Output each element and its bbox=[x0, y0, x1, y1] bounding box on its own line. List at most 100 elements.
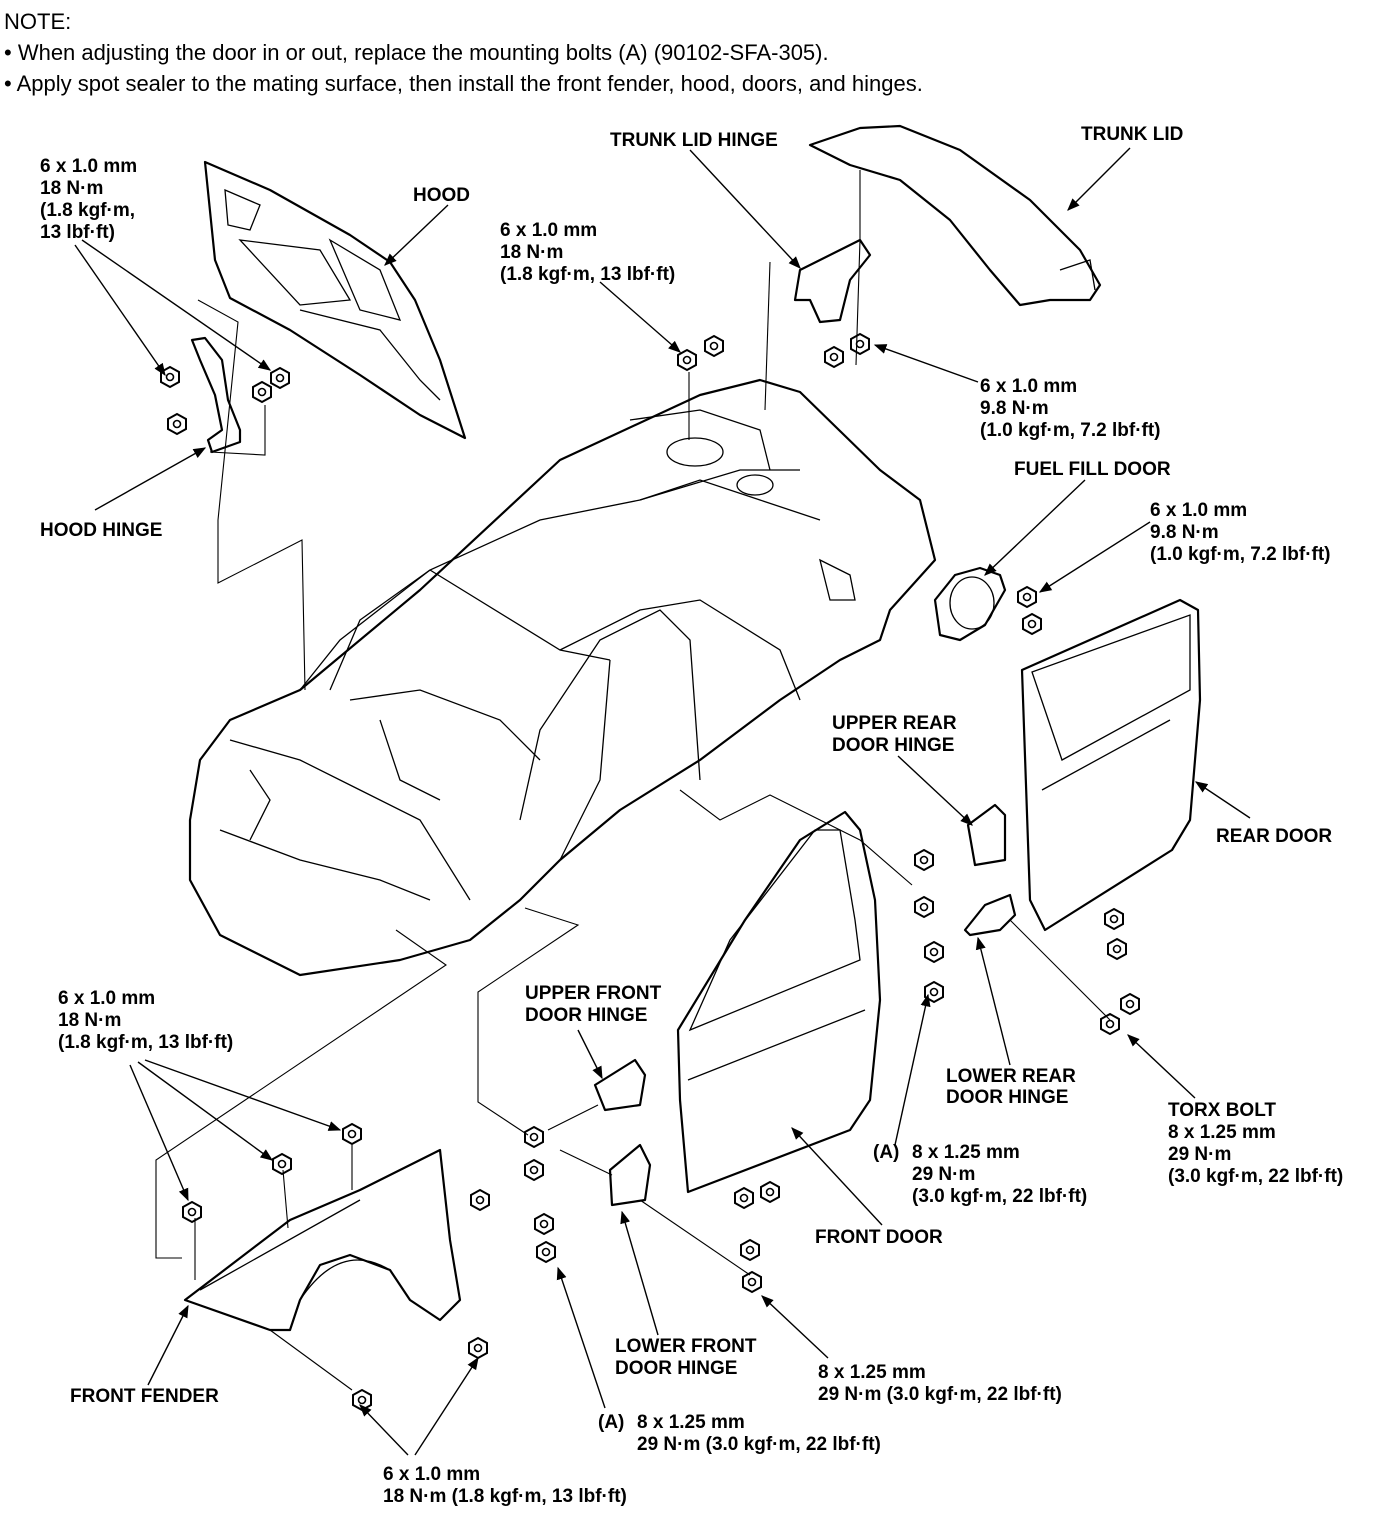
spec-trunk-hinge-body-1: 6 x 1.0 mm bbox=[500, 220, 597, 241]
label-fuel-fill-door: FUEL FILL DOOR bbox=[1014, 459, 1171, 480]
spec-hood-bolts-4: 13 lbf·ft) bbox=[40, 222, 115, 243]
label-lower-rear-door-hinge-1: LOWER REAR bbox=[946, 1066, 1076, 1087]
spec-rear-hinge-a-marker: (A) bbox=[873, 1142, 899, 1163]
bolt-icon bbox=[536, 1241, 556, 1263]
spec-torx-3: (3.0 kgf·m, 22 lbf·ft) bbox=[1168, 1166, 1343, 1187]
spec-hood-bolts-3: (1.8 kgf·m, bbox=[40, 200, 135, 221]
front-fender-part bbox=[183, 1148, 462, 1332]
bolt-icon bbox=[734, 1187, 754, 1209]
spec-hood-bolts-2: 18 N·m bbox=[40, 178, 103, 199]
bolt-icon bbox=[182, 1201, 202, 1223]
car-body-shell bbox=[188, 378, 937, 977]
spec-trunk-hinge-body-3: (1.8 kgf·m, 13 lbf·ft) bbox=[500, 264, 675, 285]
spec-fender-top-1: 6 x 1.0 mm bbox=[58, 988, 155, 1009]
spec-trunk-hinge-body-2: 18 N·m bbox=[500, 242, 563, 263]
bolt-icon bbox=[167, 413, 187, 435]
bolt-icon bbox=[914, 849, 934, 871]
spec-rear-hinge-a-1: 8 x 1.25 mm bbox=[912, 1142, 1020, 1163]
bolt-icon bbox=[534, 1213, 554, 1235]
label-lower-rear-door-hinge-2: DOOR HINGE bbox=[946, 1087, 1068, 1108]
bolt-icon bbox=[342, 1123, 362, 1145]
bolt-icon bbox=[1022, 613, 1042, 635]
spec-hood-bolts-1: 6 x 1.0 mm bbox=[40, 156, 137, 177]
bolt-icon bbox=[704, 335, 724, 357]
bolt-icon bbox=[1107, 938, 1127, 960]
label-upper-rear-door-hinge-1: UPPER REAR bbox=[832, 713, 957, 734]
note-bullet-1: • When adjusting the door in or out, rep… bbox=[4, 40, 829, 65]
leader-arrows bbox=[74, 147, 1251, 1456]
torque-specs: 6 x 1.0 mm 18 N·m (1.8 kgf·m, 13 lbf·ft)… bbox=[40, 156, 1343, 1507]
hood-panel bbox=[203, 160, 467, 440]
spec-front-hinge-a-2: 29 N·m (3.0 kgf·m, 22 lbf·ft) bbox=[637, 1434, 881, 1455]
label-upper-rear-door-hinge-2: DOOR HINGE bbox=[832, 735, 954, 756]
spec-front-hinge-a-marker: (A) bbox=[598, 1412, 624, 1433]
spec-rear-hinge-a-3: (3.0 kgf·m, 22 lbf·ft) bbox=[912, 1186, 1087, 1207]
front-door-part bbox=[676, 810, 882, 1194]
bolt-icon bbox=[160, 366, 180, 388]
labels: HOOD HOOD HINGE TRUNK LID HINGE TRUNK LI… bbox=[40, 124, 1332, 1407]
spec-fuel-door-1: 6 x 1.0 mm bbox=[1150, 500, 1247, 521]
label-hood: HOOD bbox=[413, 185, 470, 206]
bolt-icon bbox=[850, 333, 870, 355]
label-lower-front-door-hinge-1: LOWER FRONT bbox=[615, 1336, 757, 1357]
spec-fuel-door-2: 9.8 N·m bbox=[1150, 522, 1219, 543]
bolt-icon bbox=[1120, 993, 1140, 1015]
label-lower-front-door-hinge-2: DOOR HINGE bbox=[615, 1358, 737, 1379]
label-front-door: FRONT DOOR bbox=[815, 1227, 943, 1248]
spec-trunk-lid-1: 6 x 1.0 mm bbox=[980, 376, 1077, 397]
label-upper-front-door-hinge-1: UPPER FRONT bbox=[525, 983, 662, 1004]
label-torx-bolt: TORX BOLT bbox=[1168, 1100, 1276, 1121]
trunk-lid-hinge-part bbox=[793, 238, 872, 324]
note-bullet-2: • Apply spot sealer to the mating surfac… bbox=[4, 71, 923, 96]
bolt-icon bbox=[760, 1181, 780, 1203]
spec-trunk-lid-3: (1.0 kgf·m, 7.2 lbf·ft) bbox=[980, 420, 1161, 441]
spec-torx-2: 29 N·m bbox=[1168, 1144, 1231, 1165]
bolt-icon bbox=[1104, 908, 1124, 930]
label-upper-front-door-hinge-2: DOOR HINGE bbox=[525, 1005, 647, 1026]
lower-rear-door-hinge-part bbox=[963, 893, 1017, 937]
bolts bbox=[160, 333, 1140, 1411]
spec-fuel-door-3: (1.0 kgf·m, 7.2 lbf·ft) bbox=[1150, 544, 1331, 565]
spec-rear-hinge-a-2: 29 N·m bbox=[912, 1164, 975, 1185]
label-hood-hinge: HOOD HINGE bbox=[40, 520, 162, 541]
note-block: NOTE: • When adjusting the door in or ou… bbox=[4, 6, 923, 99]
bolt-icon bbox=[468, 1337, 488, 1359]
spec-front-door-1: 8 x 1.25 mm bbox=[818, 1362, 926, 1383]
bolt-icon bbox=[270, 367, 290, 389]
trunk-lid-part bbox=[808, 124, 1102, 307]
label-front-fender: FRONT FENDER bbox=[70, 1386, 219, 1407]
bolt-icon bbox=[272, 1153, 292, 1175]
bolt-icon bbox=[742, 1271, 762, 1293]
label-trunk-lid-hinge: TRUNK LID HINGE bbox=[610, 130, 778, 151]
upper-front-door-hinge-part bbox=[593, 1058, 647, 1112]
bolt-icon bbox=[252, 381, 272, 403]
bolt-icon bbox=[677, 349, 697, 371]
bolt-icon bbox=[1100, 1013, 1120, 1035]
reference-lines bbox=[155, 170, 1111, 1391]
spec-fender-bottom-1: 6 x 1.0 mm bbox=[383, 1464, 480, 1485]
bolt-icon bbox=[524, 1159, 544, 1181]
bolt-icon bbox=[924, 941, 944, 963]
label-trunk-lid: TRUNK LID bbox=[1081, 124, 1183, 145]
bolt-icon bbox=[470, 1189, 490, 1211]
spec-fender-top-3: (1.8 kgf·m, 13 lbf·ft) bbox=[58, 1032, 233, 1053]
spec-fender-bottom-2: 18 N·m (1.8 kgf·m, 13 lbf·ft) bbox=[383, 1486, 627, 1507]
bolt-icon bbox=[524, 1126, 544, 1148]
bolt-icon bbox=[824, 346, 844, 368]
spec-torx-1: 8 x 1.25 mm bbox=[1168, 1122, 1276, 1143]
spec-fender-top-2: 18 N·m bbox=[58, 1010, 121, 1031]
hood-hinge-part bbox=[190, 336, 242, 454]
note-heading: NOTE: bbox=[4, 9, 72, 34]
label-rear-door: REAR DOOR bbox=[1216, 826, 1332, 847]
spec-trunk-lid-2: 9.8 N·m bbox=[980, 398, 1049, 419]
spec-front-hinge-a-1: 8 x 1.25 mm bbox=[637, 1412, 745, 1433]
spec-front-door-2: 29 N·m (3.0 kgf·m, 22 lbf·ft) bbox=[818, 1384, 1062, 1405]
bolt-icon bbox=[740, 1239, 760, 1261]
lower-front-door-hinge-part bbox=[608, 1143, 652, 1207]
fuel-fill-door-part bbox=[933, 566, 1007, 642]
rear-door-part bbox=[1020, 598, 1202, 932]
bolt-icon bbox=[1017, 586, 1037, 608]
bolt-icon bbox=[914, 896, 934, 918]
upper-rear-door-hinge-part bbox=[966, 803, 1007, 867]
